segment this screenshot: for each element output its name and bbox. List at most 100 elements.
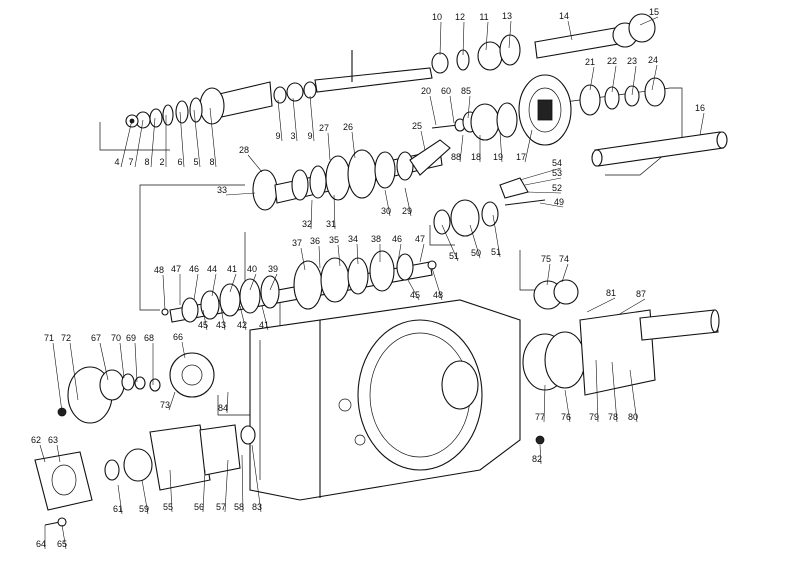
callout-label-c39: 39: [268, 264, 278, 274]
leader-c85: [467, 95, 471, 119]
callout-label-c54: 54: [552, 158, 562, 168]
callout-label-c41: 41: [227, 264, 237, 274]
callout-label-c45a: 45: [410, 290, 420, 300]
leader-c47a: [419, 243, 425, 263]
leader-c77: [543, 384, 546, 423]
leader-c87: [617, 298, 646, 316]
callout-label-c74: 74: [559, 254, 569, 264]
callout-label-c45b: 45: [198, 320, 208, 330]
left-cover-group: [57, 352, 215, 424]
leader-c55: [169, 469, 173, 513]
lower-gear-shaft: [161, 250, 437, 323]
leader-c23: [631, 65, 637, 96]
leader-c72: [69, 342, 79, 401]
callout-label-c8b: 8: [209, 157, 214, 167]
leader-c11: [485, 21, 489, 51]
callout-label-c9a: 9: [275, 131, 280, 141]
leader-c39: [269, 273, 278, 291]
leader-c58: [241, 454, 244, 513]
callout-label-c81: 81: [606, 288, 616, 298]
leader-c40: [249, 273, 257, 291]
callout-label-c29: 29: [402, 206, 412, 216]
leader-c48a: [431, 267, 443, 301]
leader-c76: [564, 389, 571, 423]
leader-c51a: [441, 224, 459, 262]
callout-label-c13: 13: [502, 11, 512, 21]
callout-label-c11: 11: [479, 12, 488, 22]
leader-c41: [229, 273, 237, 293]
callout-label-c2: 2: [159, 157, 164, 167]
leader-c50: [469, 224, 481, 259]
callout-label-c8a: 8: [144, 157, 149, 167]
leader-c88: [459, 134, 464, 163]
callout-label-c76: 76: [561, 412, 571, 422]
leader-c45b: [202, 309, 208, 331]
callout-label-c64: 64: [36, 539, 46, 549]
callout-label-c27: 27: [319, 123, 329, 133]
callout-label-c14: 14: [559, 11, 569, 21]
callout-label-c32: 32: [302, 219, 312, 229]
leader-c75: [546, 263, 551, 286]
callout-label-c34: 34: [348, 234, 358, 244]
callout-label-c40: 40: [247, 264, 257, 274]
callout-label-c83: 83: [252, 502, 262, 512]
leader-c12: [462, 21, 465, 56]
callout-label-c33: 33: [217, 185, 227, 195]
callout-label-c65: 65: [57, 539, 67, 549]
callout-label-c63: 63: [48, 435, 58, 445]
callout-label-c50: 50: [471, 248, 481, 258]
leader-c30: [384, 189, 391, 217]
callout-label-c79: 79: [589, 412, 599, 422]
leader-c66: [181, 341, 186, 359]
leader-c79: [595, 359, 599, 423]
leader-c27: [327, 132, 331, 161]
leader-c7: [134, 119, 144, 168]
callout-label-c47a: 47: [415, 234, 425, 244]
callout-label-c15: 15: [649, 7, 659, 17]
leader-c57: [224, 459, 229, 513]
leader-c61: [117, 484, 123, 515]
leader-c19: [499, 131, 503, 163]
callout-label-c82: 82: [532, 454, 542, 464]
leader-c82: [539, 444, 542, 465]
callout-label-c37: 37: [292, 238, 302, 248]
leader-c62: [39, 444, 46, 463]
leader-c5: [193, 109, 201, 168]
callout-label-c23: 23: [627, 56, 637, 66]
callout-label-c80: 80: [628, 412, 638, 422]
leader-c17: [524, 129, 533, 163]
callout-label-c66: 66: [173, 332, 183, 342]
leader-c54: [519, 167, 562, 181]
leader-c43: [220, 307, 226, 331]
callout-label-c3: 3: [290, 131, 295, 141]
leader-c56: [202, 469, 206, 513]
callout-label-c36: 36: [310, 236, 320, 246]
callout-label-c70: 70: [111, 333, 121, 343]
callout-label-c25: 25: [412, 121, 422, 131]
leader-c84: [226, 391, 229, 414]
leader-c4: [120, 119, 133, 168]
callout-label-c42: 42: [237, 320, 247, 330]
callout-label-c20: 20: [421, 86, 431, 96]
main-housing: [249, 299, 521, 501]
callout-label-c44: 44: [207, 264, 217, 274]
leader-c71: [52, 342, 63, 413]
callout-label-c47b: 47: [171, 264, 181, 274]
callout-label-c51a: 51: [449, 251, 459, 261]
leader-c33: [225, 192, 256, 196]
callout-label-c6: 6: [177, 157, 182, 167]
callout-label-c67: 67: [91, 333, 101, 343]
leader-c36: [318, 245, 321, 269]
callout-label-c72: 72: [61, 333, 71, 343]
leader-c53: [524, 177, 562, 186]
selector-fork-group: [433, 177, 546, 237]
leader-c70: [119, 342, 125, 379]
leader-c42: [239, 305, 247, 331]
leader-c6: [179, 111, 185, 168]
leader-c31: [333, 194, 336, 230]
callout-label-c26: 26: [343, 122, 353, 132]
callout-label-c57: 57: [216, 502, 226, 512]
leader-c45a: [407, 279, 420, 301]
leader-c49: [539, 202, 564, 208]
